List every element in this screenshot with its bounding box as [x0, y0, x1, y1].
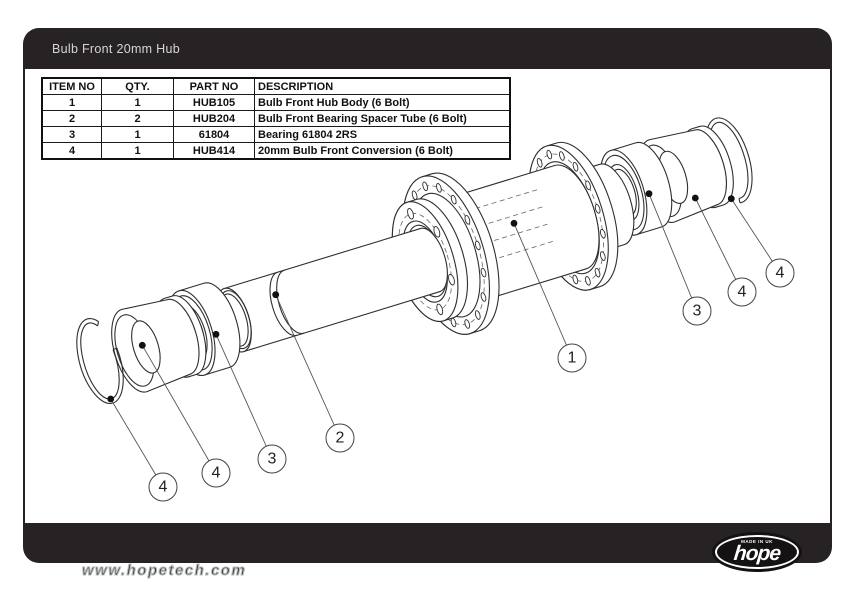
cell-description: Bulb Front Bearing Spacer Tube (6 Bolt) [254, 110, 511, 127]
logo-wordmark: hope [732, 542, 782, 565]
page-title: Bulb Front 20mm Hub [52, 42, 180, 56]
cell-item-no: 1 [41, 94, 102, 111]
cell-item-no: 3 [41, 126, 102, 143]
cell-qty: 1 [101, 142, 174, 160]
table-row: 4 1 HUB414 20mm Bulb Front Conversion (6… [41, 142, 511, 160]
table-header-row: ITEM NO QTY. PART NO DESCRIPTION [41, 77, 511, 95]
table-row: 1 1 HUB105 Bulb Front Hub Body (6 Bolt) [41, 94, 511, 111]
cell-qty: 1 [101, 126, 174, 143]
logo-ring [715, 535, 799, 569]
cell-item-no: 2 [41, 110, 102, 127]
col-header-item-no: ITEM NO [41, 77, 102, 95]
hope-logo: MADE IN UK hope [712, 532, 802, 572]
cell-part-no: HUB105 [173, 94, 255, 111]
parts-table: ITEM NO QTY. PART NO DESCRIPTION 1 1 HUB… [41, 77, 511, 160]
cell-part-no: 61804 [173, 126, 255, 143]
cell-qty: 2 [101, 110, 174, 127]
col-header-qty: QTY. [101, 77, 174, 95]
cell-part-no: HUB414 [173, 142, 255, 160]
table-row: 3 1 61804 Bearing 61804 2RS [41, 126, 511, 143]
cell-description: 20mm Bulb Front Conversion (6 Bolt) [254, 142, 511, 160]
cell-description: Bearing 61804 2RS [254, 126, 511, 143]
table-row: 2 2 HUB204 Bulb Front Bearing Spacer Tub… [41, 110, 511, 127]
col-header-part-no: PART NO [173, 77, 255, 95]
cell-part-no: HUB204 [173, 110, 255, 127]
cell-description: Bulb Front Hub Body (6 Bolt) [254, 94, 511, 111]
logo-tagline: MADE IN UK [741, 539, 773, 544]
website-url: www.hopetech.com [81, 561, 247, 579]
cell-qty: 1 [101, 94, 174, 111]
col-header-description: DESCRIPTION [254, 77, 511, 95]
cell-item-no: 4 [41, 142, 102, 160]
